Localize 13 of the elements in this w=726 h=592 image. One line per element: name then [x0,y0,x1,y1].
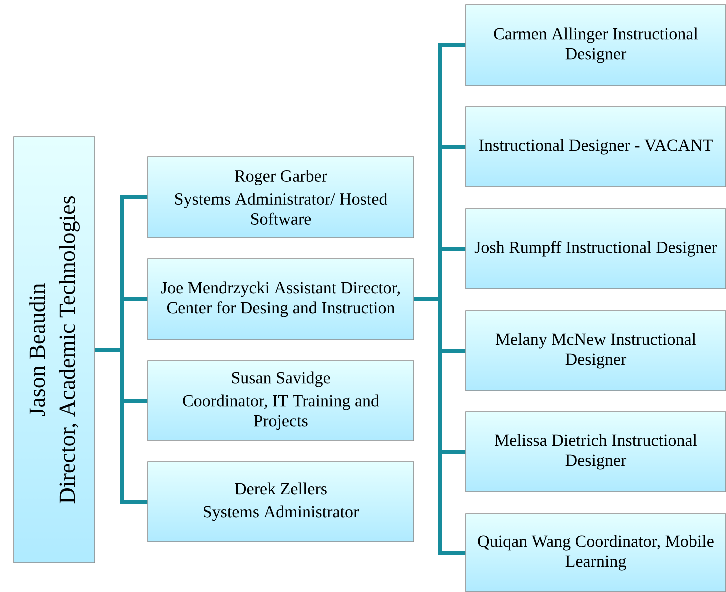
connector-line [95,348,148,504]
staff-box: Quiqan Wang Coordinator, Mobile Learning [466,514,726,592]
staff-box: Roger Garber Systems Administrator/ Hosted Software [148,156,414,238]
staff-box: Susan Savidge Coordinator, IT Training and Projects [148,360,414,442]
staff-box: Derek Zellers Systems Administrator [148,462,414,542]
staff-box: Melany McNew Instructional Designer [466,310,726,392]
staff-box: Carmen Allinger Instructional Designer [466,4,726,86]
staff-box: Melissa Dietrich Instructional Designer [466,412,726,492]
staff-box: Instructional Designer - VACANT [466,106,726,188]
staff-box: Josh Rumpff Instructional Designer [466,208,726,290]
staff-box: Joe Mendrzycki Assistant Director, Center for Desing and Instruction [148,258,414,340]
connector-line [414,298,466,555]
director-box: Jason Beaudin Director, Academic Technologies [14,136,96,564]
